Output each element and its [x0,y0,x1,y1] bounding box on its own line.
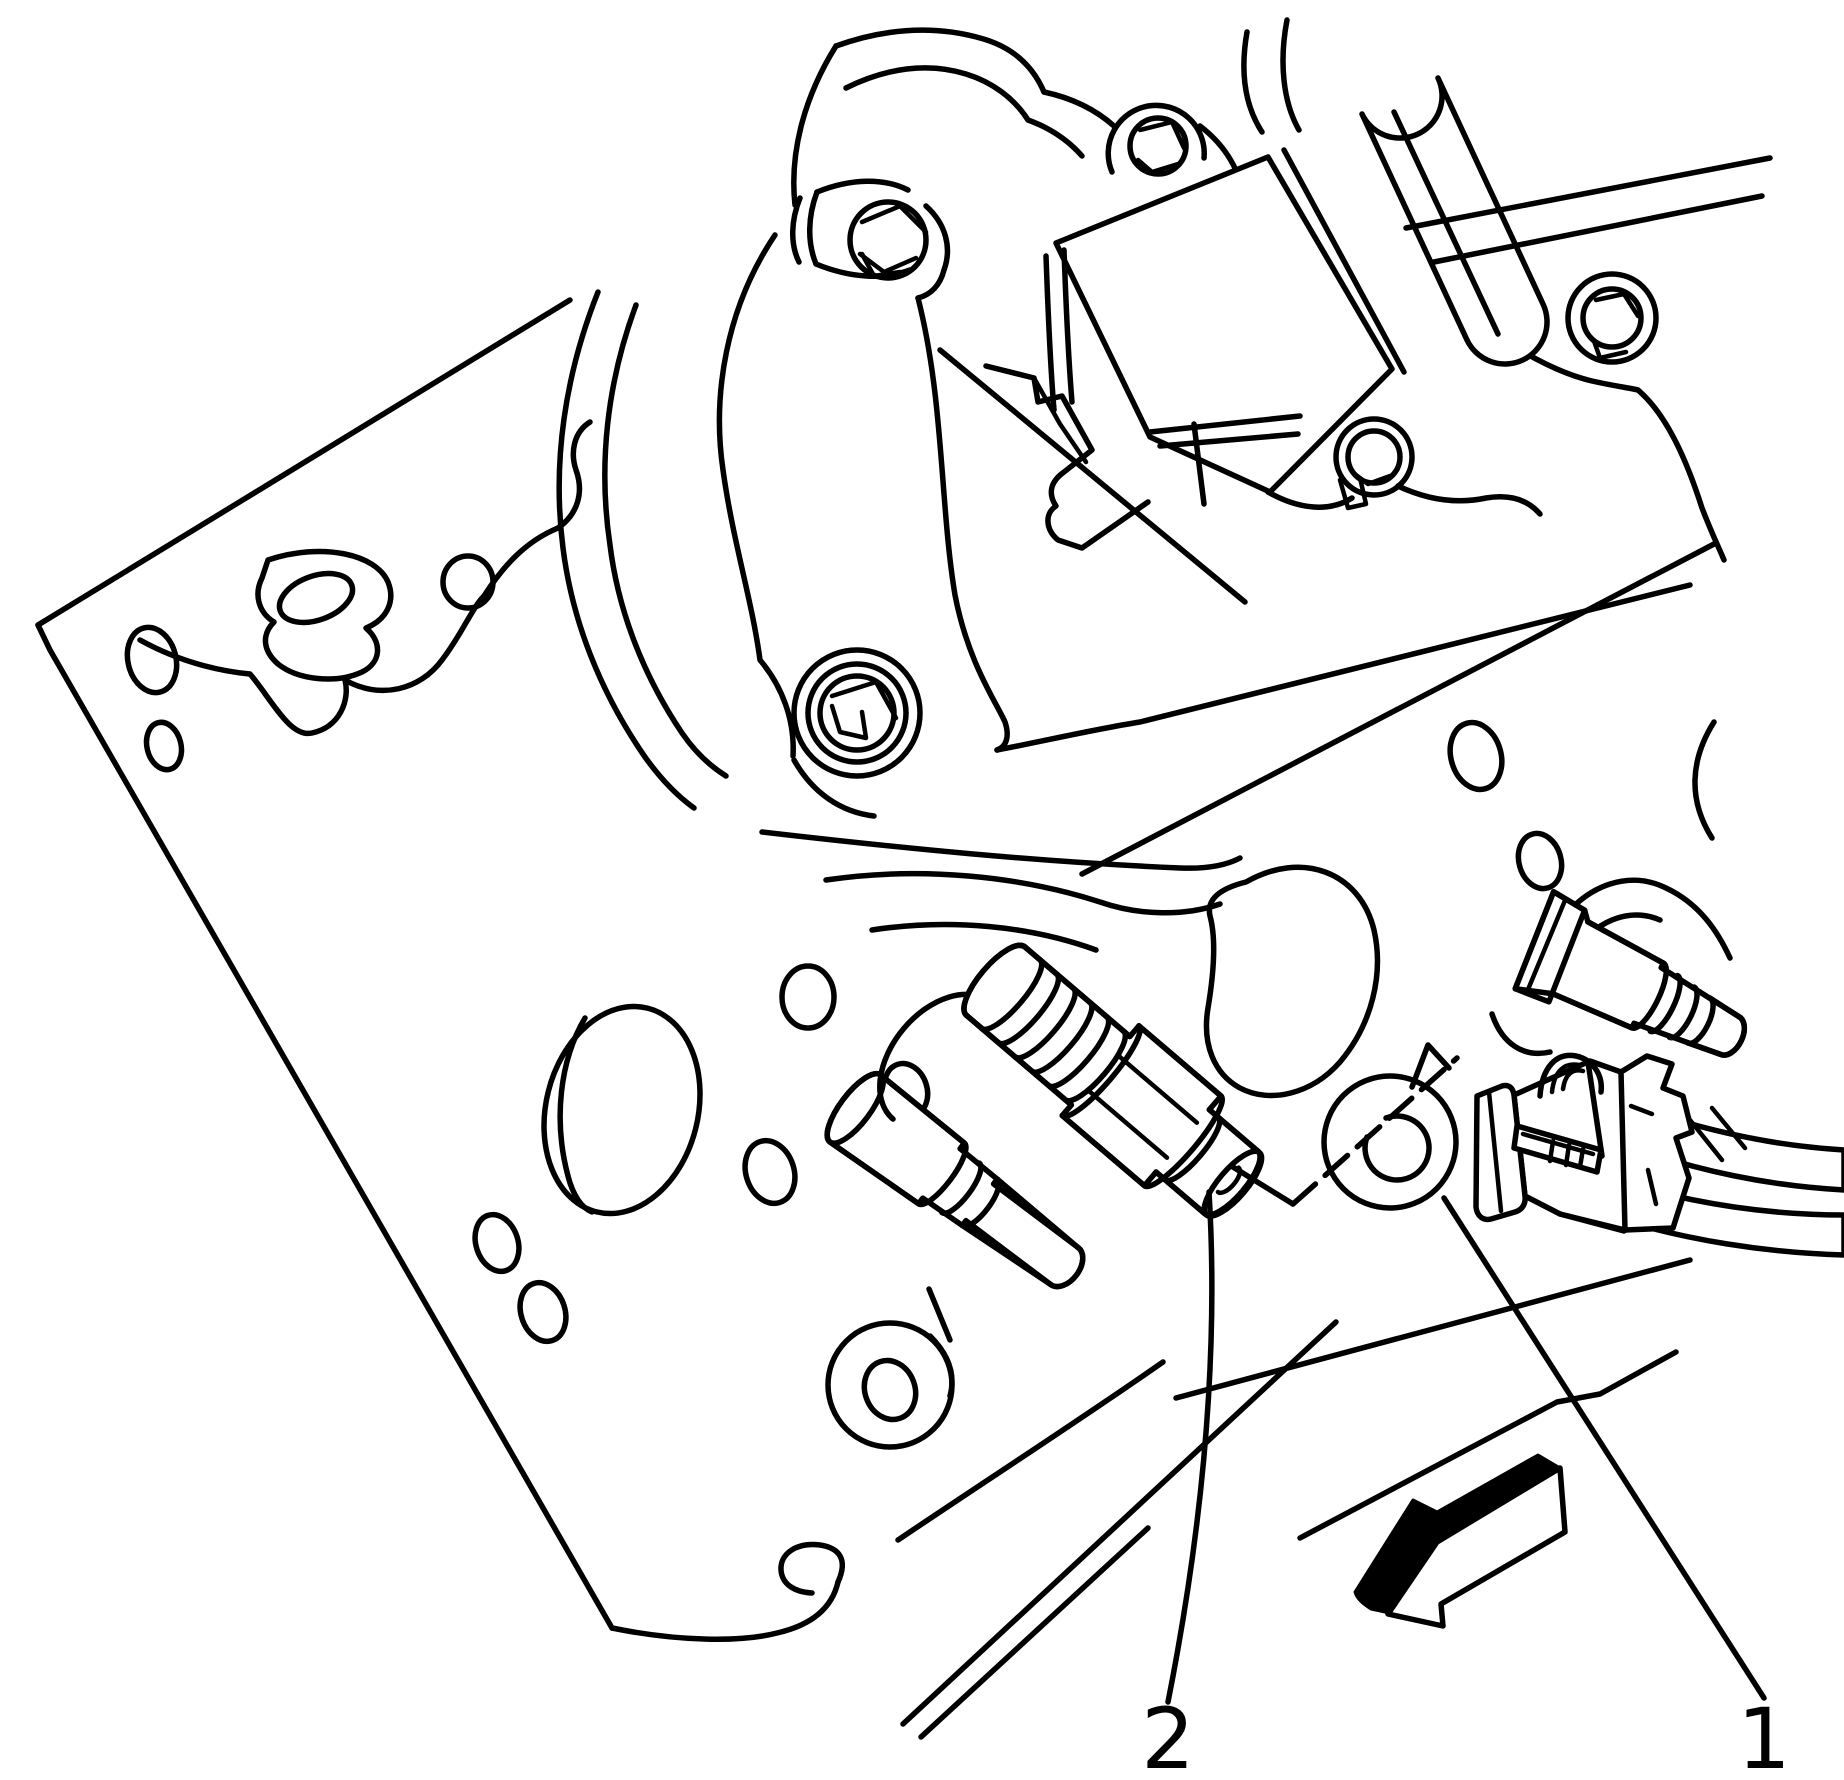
harness-connector-part-1 [1473,1052,1695,1234]
deck-face-holes [124,548,1717,1345]
hex-bolt-upper-left [790,178,951,301]
sensor-port-grommet [1321,1042,1459,1211]
direction-arrow-icon [1353,1453,1568,1629]
leader-line-2 [1165,1189,1215,1705]
threaded-sensor-part-2 [877,942,1265,1219]
hex-bolt-center-right [1265,416,1543,517]
block-opening [1203,864,1381,1099]
leader-line-1 [1441,1195,1767,1701]
callouts: 2 1 [1141,1189,1791,1780]
lower-sensor [824,1070,1086,1290]
callout-1-label: 1 [1737,1690,1790,1780]
mounting-pad [937,17,1407,605]
cover-arm [1359,75,1773,367]
engine-block-outline [35,297,1693,1740]
port-pointer-mark [1409,1042,1452,1090]
block-bottom-boss [825,1286,955,1450]
callout-2-label: 2 [1141,1690,1194,1780]
hex-bolt-mid-left [791,647,923,819]
front-cover [556,27,1719,953]
right-sensor [1489,877,1748,1058]
install-indicator-line [1230,1055,1460,1207]
